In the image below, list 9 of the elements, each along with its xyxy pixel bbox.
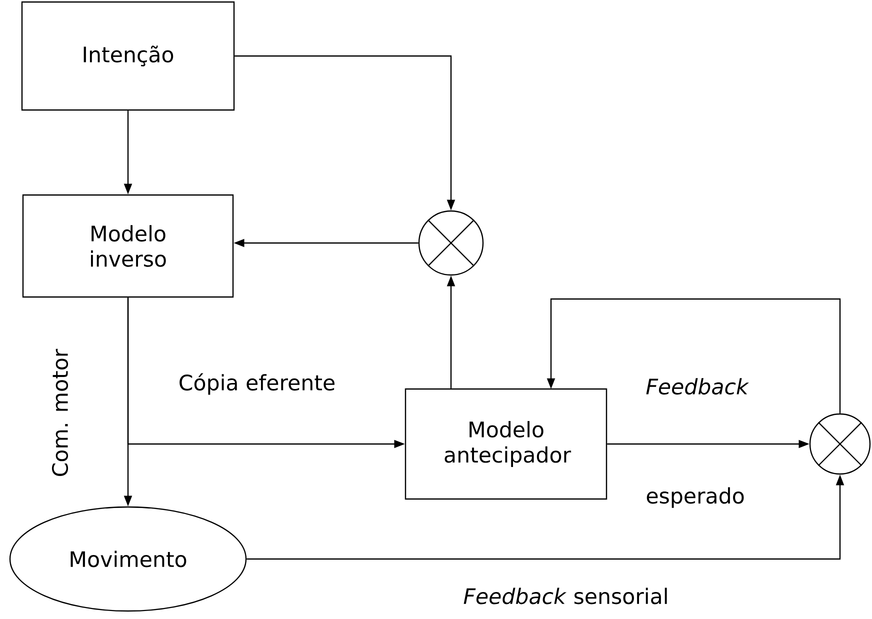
comparator-circle [809,413,871,475]
process-box: Intenção [21,1,235,111]
edge-label: Cópia eferente [180,373,334,395]
comparator-circle [418,210,484,276]
edge-label: Feedback sensorial [464,588,667,604]
process-box: Modelo antecipador [404,388,608,500]
process-box: Modelo inverso [22,194,234,298]
edge-label: Feedback esperado [646,378,749,508]
edge-label: Com. motor [52,348,68,476]
